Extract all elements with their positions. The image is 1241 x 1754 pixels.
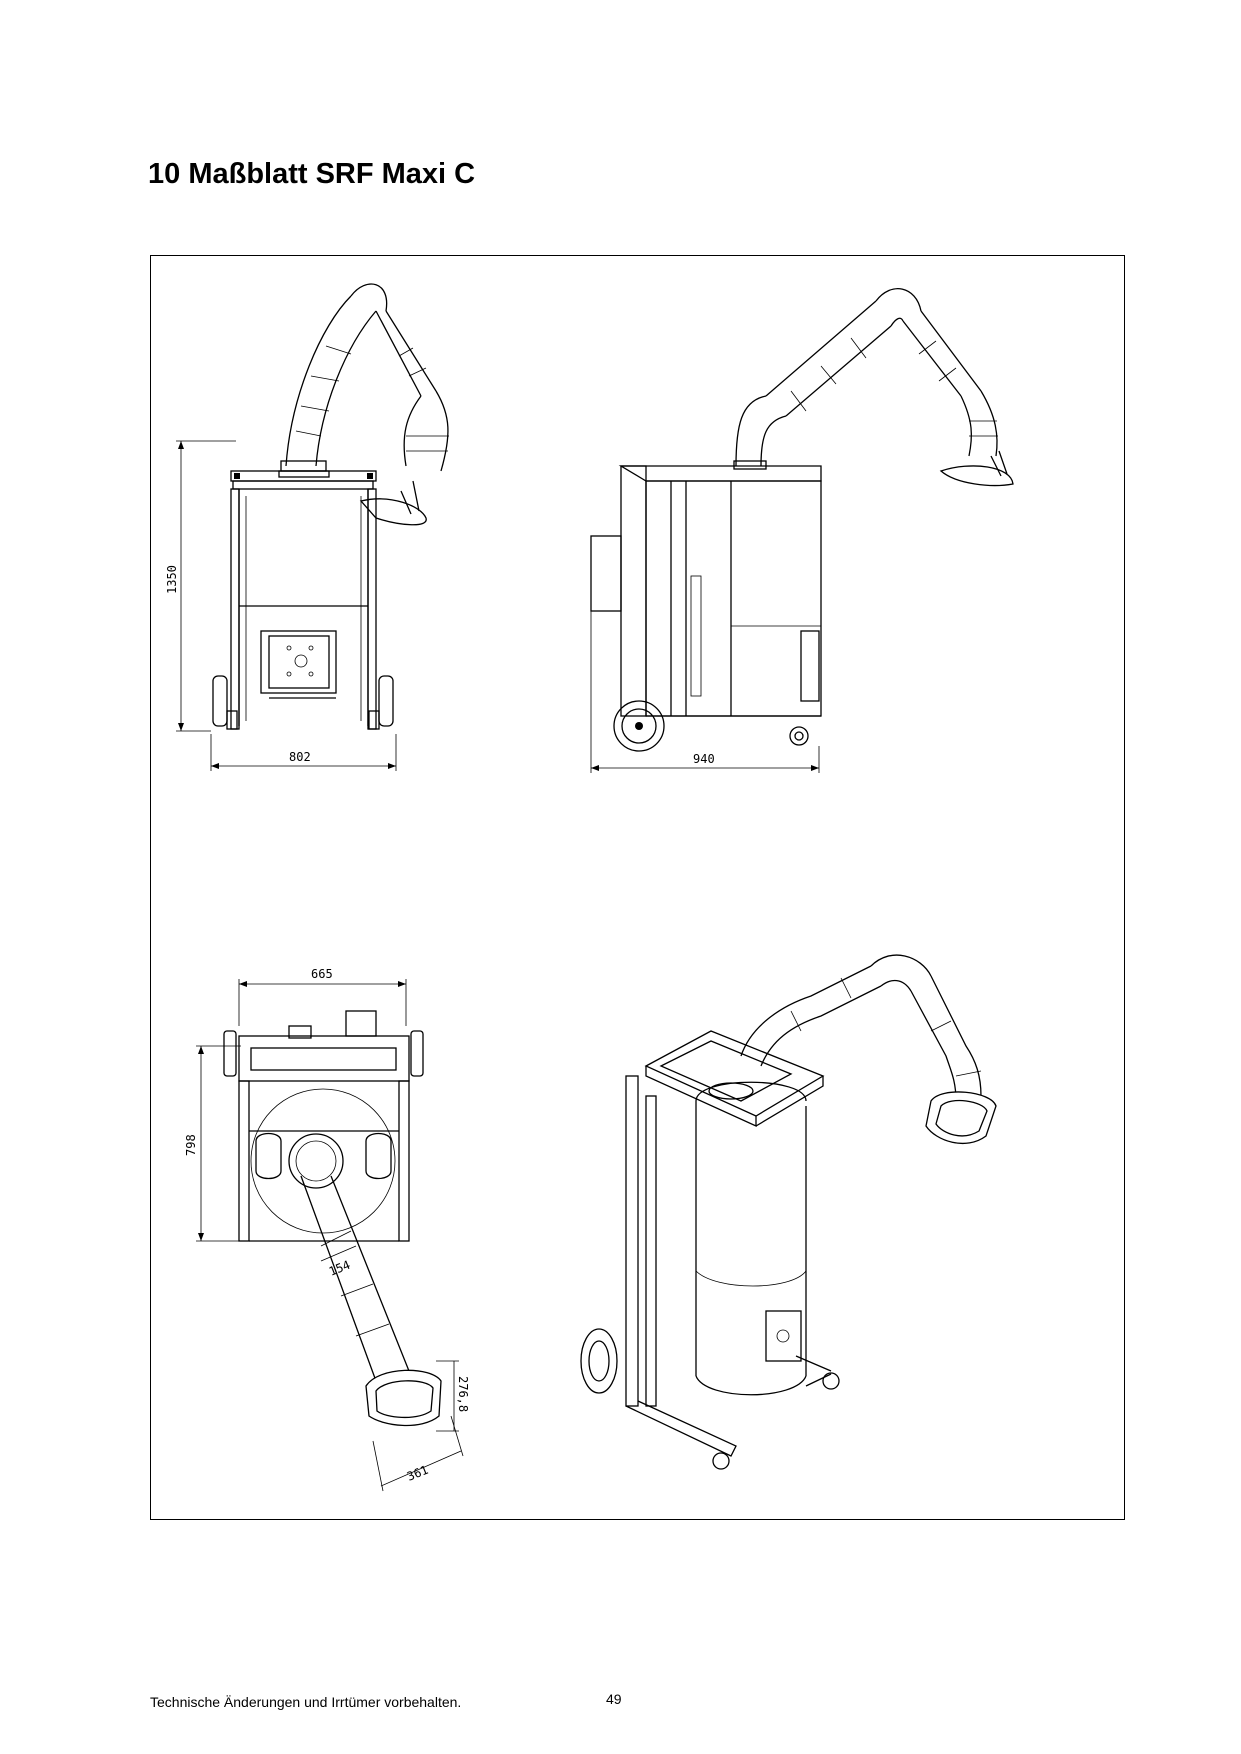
front-width-dimension: 802 xyxy=(289,750,311,764)
footer-disclaimer: Technische Änderungen und Irrtümer vorbe… xyxy=(150,1694,462,1710)
technical-drawing-frame: 1350 802 xyxy=(150,255,1125,1520)
front-view-drawing: 1350 802 xyxy=(165,283,449,771)
side-width-dimension: 940 xyxy=(693,752,715,766)
front-height-dimension: 1350 xyxy=(165,565,179,594)
top-width-dimension: 665 xyxy=(311,967,333,981)
top-view-drawing: 665 xyxy=(184,967,470,1492)
top-depth-dimension: 798 xyxy=(184,1134,198,1156)
page-title: 10 Maßblatt SRF Maxi C xyxy=(148,158,476,190)
arm-diameter-dimension: 154 xyxy=(327,1258,352,1279)
hood-height-dimension: 276,8 xyxy=(456,1376,470,1412)
side-view-drawing: 940 xyxy=(590,288,1014,773)
page-number: 49 xyxy=(606,1691,622,1707)
isometric-view-drawing xyxy=(580,954,997,1470)
